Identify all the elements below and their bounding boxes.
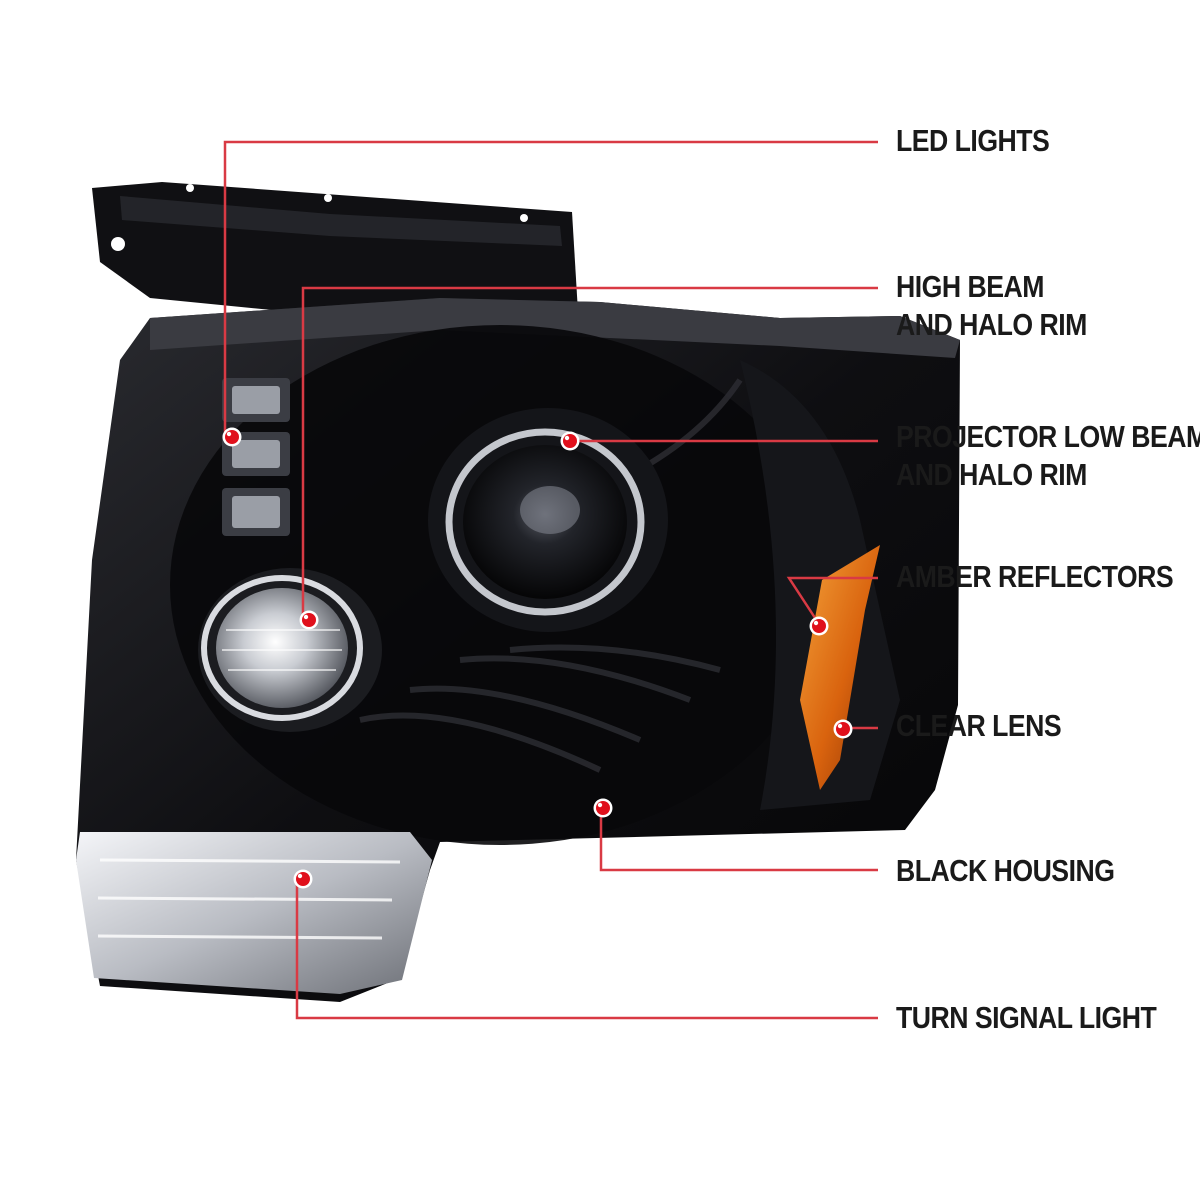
leader-led-lights — [223, 140, 878, 437]
label-line: BLACK HOUSING — [896, 853, 1115, 888]
label-led-lights: LED LIGHTS — [896, 122, 1050, 160]
mounting-bracket — [92, 182, 578, 316]
label-line: AND HALO RIM — [896, 457, 1087, 492]
dot-led-lights — [222, 427, 242, 447]
leader-turn-signal-light — [295, 879, 878, 1020]
label-line: CLEAR LENS — [896, 708, 1062, 743]
label-line: TURN SIGNAL LIGHT — [896, 1000, 1157, 1035]
amber-reflector — [800, 545, 880, 790]
dot-clear-lens — [833, 719, 853, 739]
label-line: PROJECTOR LOW BEAM — [896, 419, 1200, 454]
label-amber-reflectors: AMBER REFLECTORS — [896, 558, 1174, 596]
label-clear-lens: CLEAR LENS — [896, 707, 1062, 745]
label-line: AMBER REFLECTORS — [896, 559, 1174, 594]
leader-black-housing — [599, 808, 878, 872]
label-line: LED LIGHTS — [896, 123, 1050, 158]
label-high-beam: HIGH BEAM AND HALO RIM — [896, 268, 1087, 344]
label-turn-signal-light: TURN SIGNAL LIGHT — [896, 999, 1157, 1037]
led-light-pods — [222, 378, 290, 536]
label-line: HIGH BEAM — [896, 269, 1044, 304]
label-projector-low-beam: PROJECTOR LOW BEAM AND HALO RIM — [896, 418, 1200, 494]
projector-low-beam-assembly — [428, 408, 668, 632]
dot-projector-low-beam — [560, 431, 580, 451]
dot-turn-signal-light — [293, 869, 313, 889]
high-beam-assembly — [198, 568, 382, 732]
leader-high-beam — [301, 286, 878, 618]
dot-black-housing — [593, 798, 613, 818]
leader-amber-reflectors — [786, 576, 878, 625]
callout-leader-lines — [223, 140, 878, 1020]
label-black-housing: BLACK HOUSING — [896, 852, 1115, 890]
dot-amber-reflectors — [809, 616, 829, 636]
label-line: AND HALO RIM — [896, 307, 1087, 342]
turn-signal-lens — [76, 832, 432, 994]
dot-high-beam — [299, 610, 319, 630]
callout-dots — [222, 427, 853, 889]
